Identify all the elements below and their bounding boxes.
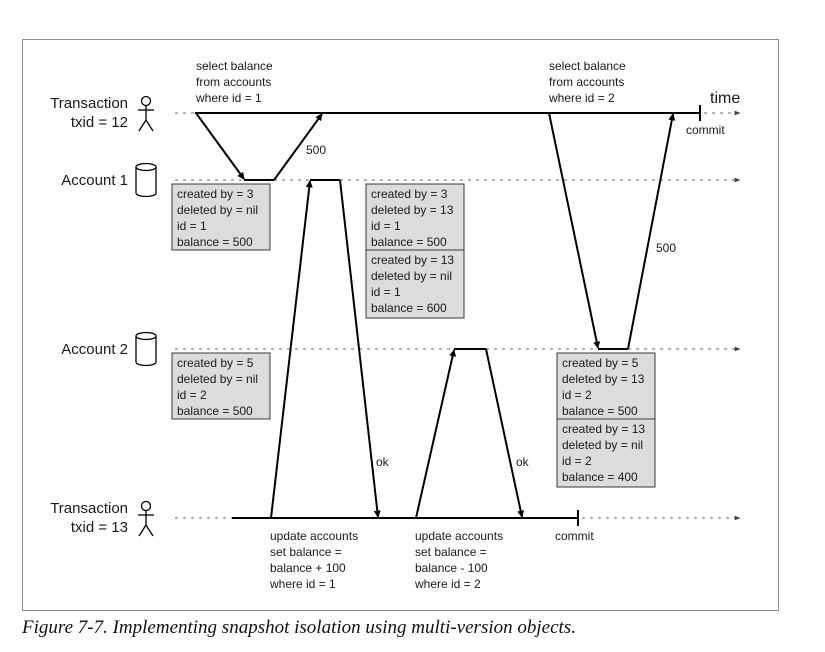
version-line: deleted by = 13 bbox=[562, 372, 645, 386]
version-box-account1-initial: created by = 3 deleted by = nil id = 1 b… bbox=[171, 183, 271, 251]
ok-label-account1: ok bbox=[376, 455, 390, 469]
version-line: deleted by = nil bbox=[562, 438, 643, 452]
timeline-tx12 bbox=[175, 105, 741, 121]
version-line: balance = 600 bbox=[371, 301, 447, 315]
person-icon-tx12 bbox=[138, 95, 154, 132]
query-line: from accounts bbox=[549, 75, 624, 89]
query-line: update accounts bbox=[270, 529, 358, 543]
query-line: where id = 1 bbox=[195, 91, 262, 105]
query-line: balance - 100 bbox=[415, 561, 488, 575]
query-line: balance + 100 bbox=[270, 561, 346, 575]
query-select-account1: select balance from accounts where id = … bbox=[195, 59, 273, 105]
version-box-account2-old: created by = 5 deleted by = 13 id = 2 ba… bbox=[556, 352, 656, 420]
commit-label-tx12: commit bbox=[686, 123, 725, 137]
query-line: where id = 2 bbox=[414, 577, 481, 591]
version-line: deleted by = 13 bbox=[371, 203, 454, 217]
snapshot-isolation-diagram: Transaction txid = 12 Transaction txid =… bbox=[50, 59, 741, 591]
figure-caption: Figure 7-7. Implementing snapshot isolat… bbox=[22, 617, 576, 638]
query-line: update accounts bbox=[415, 529, 503, 543]
version-line: balance = 500 bbox=[371, 235, 447, 249]
version-line: deleted by = nil bbox=[371, 269, 452, 283]
arrow-tx13-write-account2 bbox=[415, 349, 457, 519]
query-update-account2: update accounts set balance = balance - … bbox=[414, 529, 503, 591]
tx13-label-line1: Transaction bbox=[50, 500, 128, 517]
version-box-account2-initial: created by = 5 deleted by = nil id = 2 b… bbox=[171, 352, 271, 420]
time-label: time bbox=[710, 90, 740, 107]
arrow-tx12-read-account1 bbox=[195, 112, 245, 180]
ok-label-account2: ok bbox=[516, 455, 530, 469]
account2-label: Account 2 bbox=[61, 341, 128, 358]
return-value-500-account2: 500 bbox=[656, 241, 676, 255]
version-box-account2-new: created by = 13 deleted by = nil id = 2 … bbox=[556, 418, 656, 488]
tx12-label-line2: txid = 12 bbox=[71, 114, 128, 131]
version-line: deleted by = nil bbox=[177, 372, 258, 386]
version-line: created by = 3 bbox=[177, 187, 254, 201]
account1-label: Account 1 bbox=[61, 172, 128, 189]
version-line: id = 2 bbox=[177, 388, 207, 402]
version-line: balance = 400 bbox=[562, 470, 638, 484]
query-select-account2: select balance from accounts where id = … bbox=[548, 59, 626, 105]
query-line: set balance = bbox=[270, 545, 342, 559]
version-line: id = 1 bbox=[177, 219, 207, 233]
timeline-tx13 bbox=[175, 510, 741, 526]
commit-label-tx13: commit bbox=[555, 529, 594, 543]
person-icon-tx13 bbox=[138, 500, 154, 537]
version-line: created by = 3 bbox=[371, 187, 448, 201]
arrow-account2-ok-tx13 bbox=[485, 348, 525, 518]
version-line: id = 2 bbox=[562, 454, 592, 468]
query-line: select balance bbox=[196, 59, 273, 73]
version-line: id = 1 bbox=[371, 285, 401, 299]
query-line: from accounts bbox=[196, 75, 271, 89]
query-line: set balance = bbox=[415, 545, 487, 559]
arrow-account2-return-tx12 bbox=[627, 113, 676, 350]
arrow-account1-return-tx12 bbox=[273, 113, 323, 181]
version-line: created by = 13 bbox=[371, 253, 454, 267]
arrow-tx13-write-account1 bbox=[270, 180, 313, 519]
tx12-label-line1: Transaction bbox=[50, 95, 128, 112]
query-line: where id = 1 bbox=[269, 577, 336, 591]
query-line: where id = 2 bbox=[548, 91, 615, 105]
database-icon-account1 bbox=[135, 162, 157, 198]
diagram-frame bbox=[22, 39, 779, 611]
arrow-account1-ok-tx13 bbox=[339, 179, 381, 518]
version-line: created by = 13 bbox=[562, 422, 645, 436]
version-box-account1-new: created by = 13 deleted by = nil id = 1 … bbox=[365, 249, 465, 319]
version-line: balance = 500 bbox=[177, 235, 253, 249]
version-line: id = 2 bbox=[562, 388, 592, 402]
tx13-label-line2: txid = 13 bbox=[71, 519, 128, 536]
version-line: id = 1 bbox=[371, 219, 401, 233]
version-line: created by = 5 bbox=[562, 356, 639, 370]
arrow-tx12-read-account2 bbox=[548, 112, 601, 349]
version-line: balance = 500 bbox=[177, 404, 253, 418]
query-update-account1: update accounts set balance = balance + … bbox=[269, 529, 358, 591]
version-line: balance = 500 bbox=[562, 404, 638, 418]
return-value-500-account1: 500 bbox=[306, 143, 326, 157]
query-line: select balance bbox=[549, 59, 626, 73]
version-line: deleted by = nil bbox=[177, 203, 258, 217]
database-icon-account2 bbox=[135, 331, 157, 367]
version-line: created by = 5 bbox=[177, 356, 254, 370]
version-box-account1-old: created by = 3 deleted by = 13 id = 1 ba… bbox=[365, 183, 465, 251]
